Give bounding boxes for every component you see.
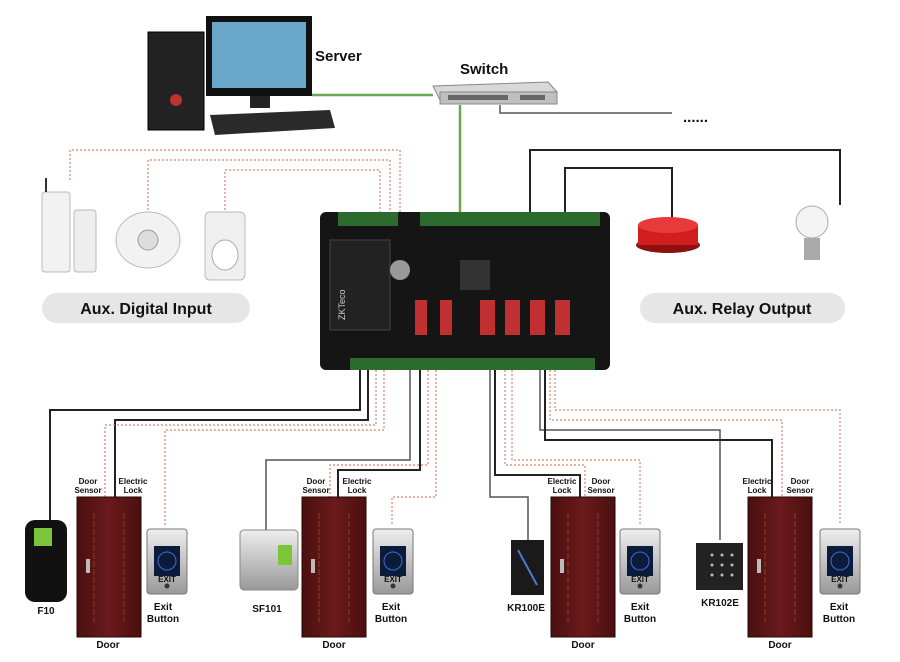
server-computer: [147, 16, 335, 135]
aux-digital-input-label: Aux. Digital Input: [80, 301, 212, 318]
door-contact-sensor: [41, 178, 97, 273]
access-controller-board: ZKTeco: [320, 212, 610, 370]
exit-text: EXIT: [631, 575, 649, 584]
exit-text: EXIT: [384, 575, 402, 584]
door: [76, 496, 142, 638]
reader-label: F10: [37, 606, 55, 617]
exit-text: EXIT: [831, 575, 849, 584]
more-devices-ellipsis: ......: [683, 109, 708, 126]
exit-button: [619, 528, 661, 595]
door-label: Door: [571, 640, 594, 651]
reader-label: KR102E: [701, 598, 739, 609]
board-brand-logo: ZKTeco: [337, 289, 347, 320]
pir-motion-sensor: [204, 211, 246, 281]
door-label: Door: [768, 640, 791, 651]
exit-button: [146, 528, 188, 595]
smoke-detector: [115, 211, 181, 269]
light-bulb-icon: [795, 205, 829, 260]
server-label: Server: [315, 48, 362, 65]
door: [301, 496, 367, 638]
kr102e-keypad-reader: [696, 543, 743, 590]
reader-label: SF101: [252, 604, 282, 615]
aux-relay-output-label: Aux. Relay Output: [673, 301, 812, 318]
aux-relay-output-pill: [640, 293, 845, 323]
door: [550, 496, 616, 638]
f10-fingerprint-reader: [25, 520, 67, 602]
wiring: [49, 93, 841, 540]
exit-button: [819, 528, 861, 595]
aux-digital-input-pill: [42, 293, 250, 323]
door-label: Door: [96, 640, 119, 651]
exit-text: EXIT: [158, 575, 176, 584]
door-label: Door: [322, 640, 345, 651]
exit-button: [372, 528, 414, 595]
network-switch: [432, 81, 559, 105]
sf101-fingerprint-reader: [239, 529, 299, 591]
reader-label: KR100E: [507, 603, 545, 614]
kr100e-card-reader: [511, 540, 544, 595]
siren-icon: [636, 217, 700, 253]
switch-label: Switch: [460, 61, 508, 78]
door: [747, 496, 813, 638]
